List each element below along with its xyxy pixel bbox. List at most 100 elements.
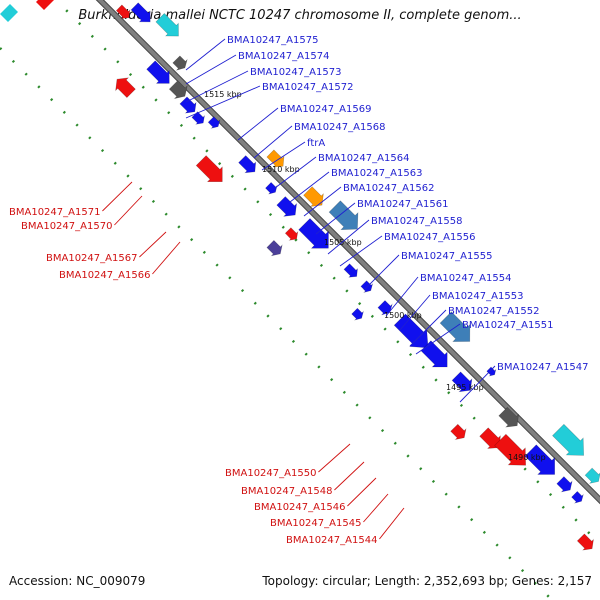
gene-label-minus[interactable]: BMA10247_A1567 xyxy=(46,253,137,264)
leader-line xyxy=(289,171,330,203)
leader-line xyxy=(315,202,356,235)
gene-arrow xyxy=(524,444,556,475)
gene-arrow xyxy=(0,4,18,22)
gene-arrow xyxy=(351,307,364,321)
gene-arrow xyxy=(571,490,584,504)
leader-line xyxy=(385,276,419,317)
kbp-label: 1500 kbp xyxy=(384,311,422,320)
gene-label-plus[interactable]: BMA10247_A1552 xyxy=(448,306,539,317)
gene-arrow xyxy=(486,366,497,377)
kbp-label: 1515 kbp xyxy=(204,90,242,99)
leader-line xyxy=(318,443,351,473)
gene-arrow xyxy=(439,311,471,342)
gene-arrow xyxy=(115,4,131,19)
gene-label-plus[interactable]: BMA10247_A1562 xyxy=(343,183,434,194)
leader-line xyxy=(114,195,143,226)
gene-arrow xyxy=(552,423,585,456)
gene-arrow xyxy=(191,111,205,125)
gene-label-minus[interactable]: BMA10247_A1548 xyxy=(241,486,332,497)
accession-label: Accession: NC_009079 xyxy=(9,574,146,588)
leader-line xyxy=(347,477,377,507)
gene-arrow xyxy=(328,200,359,231)
gene-arrow xyxy=(265,181,278,195)
gene-arrow xyxy=(172,55,188,71)
gene-label-plus[interactable]: BMA10247_A1568 xyxy=(294,122,385,133)
gene-arrow xyxy=(155,12,179,37)
gene-label-plus[interactable]: BMA10247_A1574 xyxy=(238,51,329,62)
gene-arrow xyxy=(130,2,151,23)
gene-arrow xyxy=(195,155,223,182)
gene-label-plus[interactable]: BMA10247_A1555 xyxy=(401,251,492,262)
leader-line xyxy=(339,235,383,267)
kbp-label: 1495 kbp xyxy=(446,383,484,392)
gene-arrow xyxy=(207,116,221,129)
gene-label-plus[interactable]: BMA10247_A1561 xyxy=(357,199,448,210)
gene-arrow xyxy=(146,60,170,84)
gene-arrow xyxy=(298,218,329,249)
gene-label-plus[interactable]: ftrA xyxy=(307,138,325,149)
gene-arrow xyxy=(266,149,285,168)
gene-label-plus[interactable]: BMA10247_A1564 xyxy=(318,153,409,164)
gene-label-plus[interactable]: BMA10247_A1547 xyxy=(497,362,588,373)
topology-label: Topology: circular; Length: 2,352,693 bp… xyxy=(262,574,592,588)
gene-arrow xyxy=(498,406,520,428)
leader-line xyxy=(334,461,365,491)
gene-arrow xyxy=(238,155,257,174)
gene-label-minus[interactable]: BMA10247_A1571 xyxy=(9,207,100,218)
gene-arrow xyxy=(360,280,374,293)
leader-line xyxy=(185,70,249,103)
gene-label-minus[interactable]: BMA10247_A1566 xyxy=(59,270,150,281)
gene-arrow xyxy=(420,340,448,368)
gene-arrow xyxy=(266,239,283,257)
gene-arrow xyxy=(276,196,298,217)
leader-line xyxy=(415,323,461,355)
gene-arrow xyxy=(377,300,393,316)
gene-label-plus[interactable]: BMA10247_A1572 xyxy=(262,82,353,93)
gene-label-plus[interactable]: BMA10247_A1575 xyxy=(227,35,318,46)
gene-label-plus[interactable]: BMA10247_A1563 xyxy=(331,168,422,179)
leader-line xyxy=(274,156,317,189)
gene-label-minus[interactable]: BMA10247_A1545 xyxy=(270,518,361,529)
leader-line xyxy=(363,254,400,291)
gene-label-minus[interactable]: BMA10247_A1570 xyxy=(21,221,112,232)
gene-arrow xyxy=(168,80,188,100)
genome-title: Burkholderia mallei NCTC 10247 chromosom… xyxy=(78,8,522,23)
gene-label-minus[interactable]: BMA10247_A1550 xyxy=(225,468,316,479)
gene-label-plus[interactable]: BMA10247_A1558 xyxy=(371,216,462,227)
leader-line xyxy=(185,38,226,71)
gene-arrow xyxy=(576,533,594,551)
leader-line xyxy=(185,85,261,119)
leader-line xyxy=(303,186,342,217)
chromosome-backbone xyxy=(97,0,600,503)
gene-label-plus[interactable]: BMA10247_A1554 xyxy=(420,273,511,284)
leader-line xyxy=(409,309,447,347)
leader-line xyxy=(363,493,389,523)
leader-line xyxy=(139,231,167,258)
kbp-label: 1505 kbp xyxy=(324,238,362,247)
leader-line xyxy=(261,141,306,171)
gene-arrow xyxy=(284,227,299,241)
gene-label-minus[interactable]: BMA10247_A1544 xyxy=(286,535,377,546)
leader-line xyxy=(399,294,431,331)
gene-label-plus[interactable]: BMA10247_A1556 xyxy=(384,232,475,243)
gene-label-plus[interactable]: BMA10247_A1569 xyxy=(280,104,371,115)
kbp-label: 1510 kbp xyxy=(262,165,300,174)
gene-arrow xyxy=(303,186,324,207)
leader-line xyxy=(237,107,279,141)
leader-line xyxy=(102,181,133,212)
kbp-label: 1490 kbp xyxy=(508,453,546,462)
leader-line xyxy=(152,241,181,275)
leader-line xyxy=(253,125,293,159)
leader-line xyxy=(379,507,405,540)
gene-arrow xyxy=(115,77,136,99)
gene-arrow xyxy=(343,263,358,278)
gene-label-plus[interactable]: BMA10247_A1573 xyxy=(250,67,341,78)
leader-line xyxy=(327,219,370,255)
gene-label-minus[interactable]: BMA10247_A1546 xyxy=(254,502,345,513)
gene-label-plus[interactable]: BMA10247_A1553 xyxy=(432,291,523,302)
leader-line xyxy=(459,365,496,403)
gene-arrow xyxy=(556,476,573,493)
gene-label-plus[interactable]: BMA10247_A1551 xyxy=(462,320,553,331)
gene-arrow xyxy=(450,423,467,441)
